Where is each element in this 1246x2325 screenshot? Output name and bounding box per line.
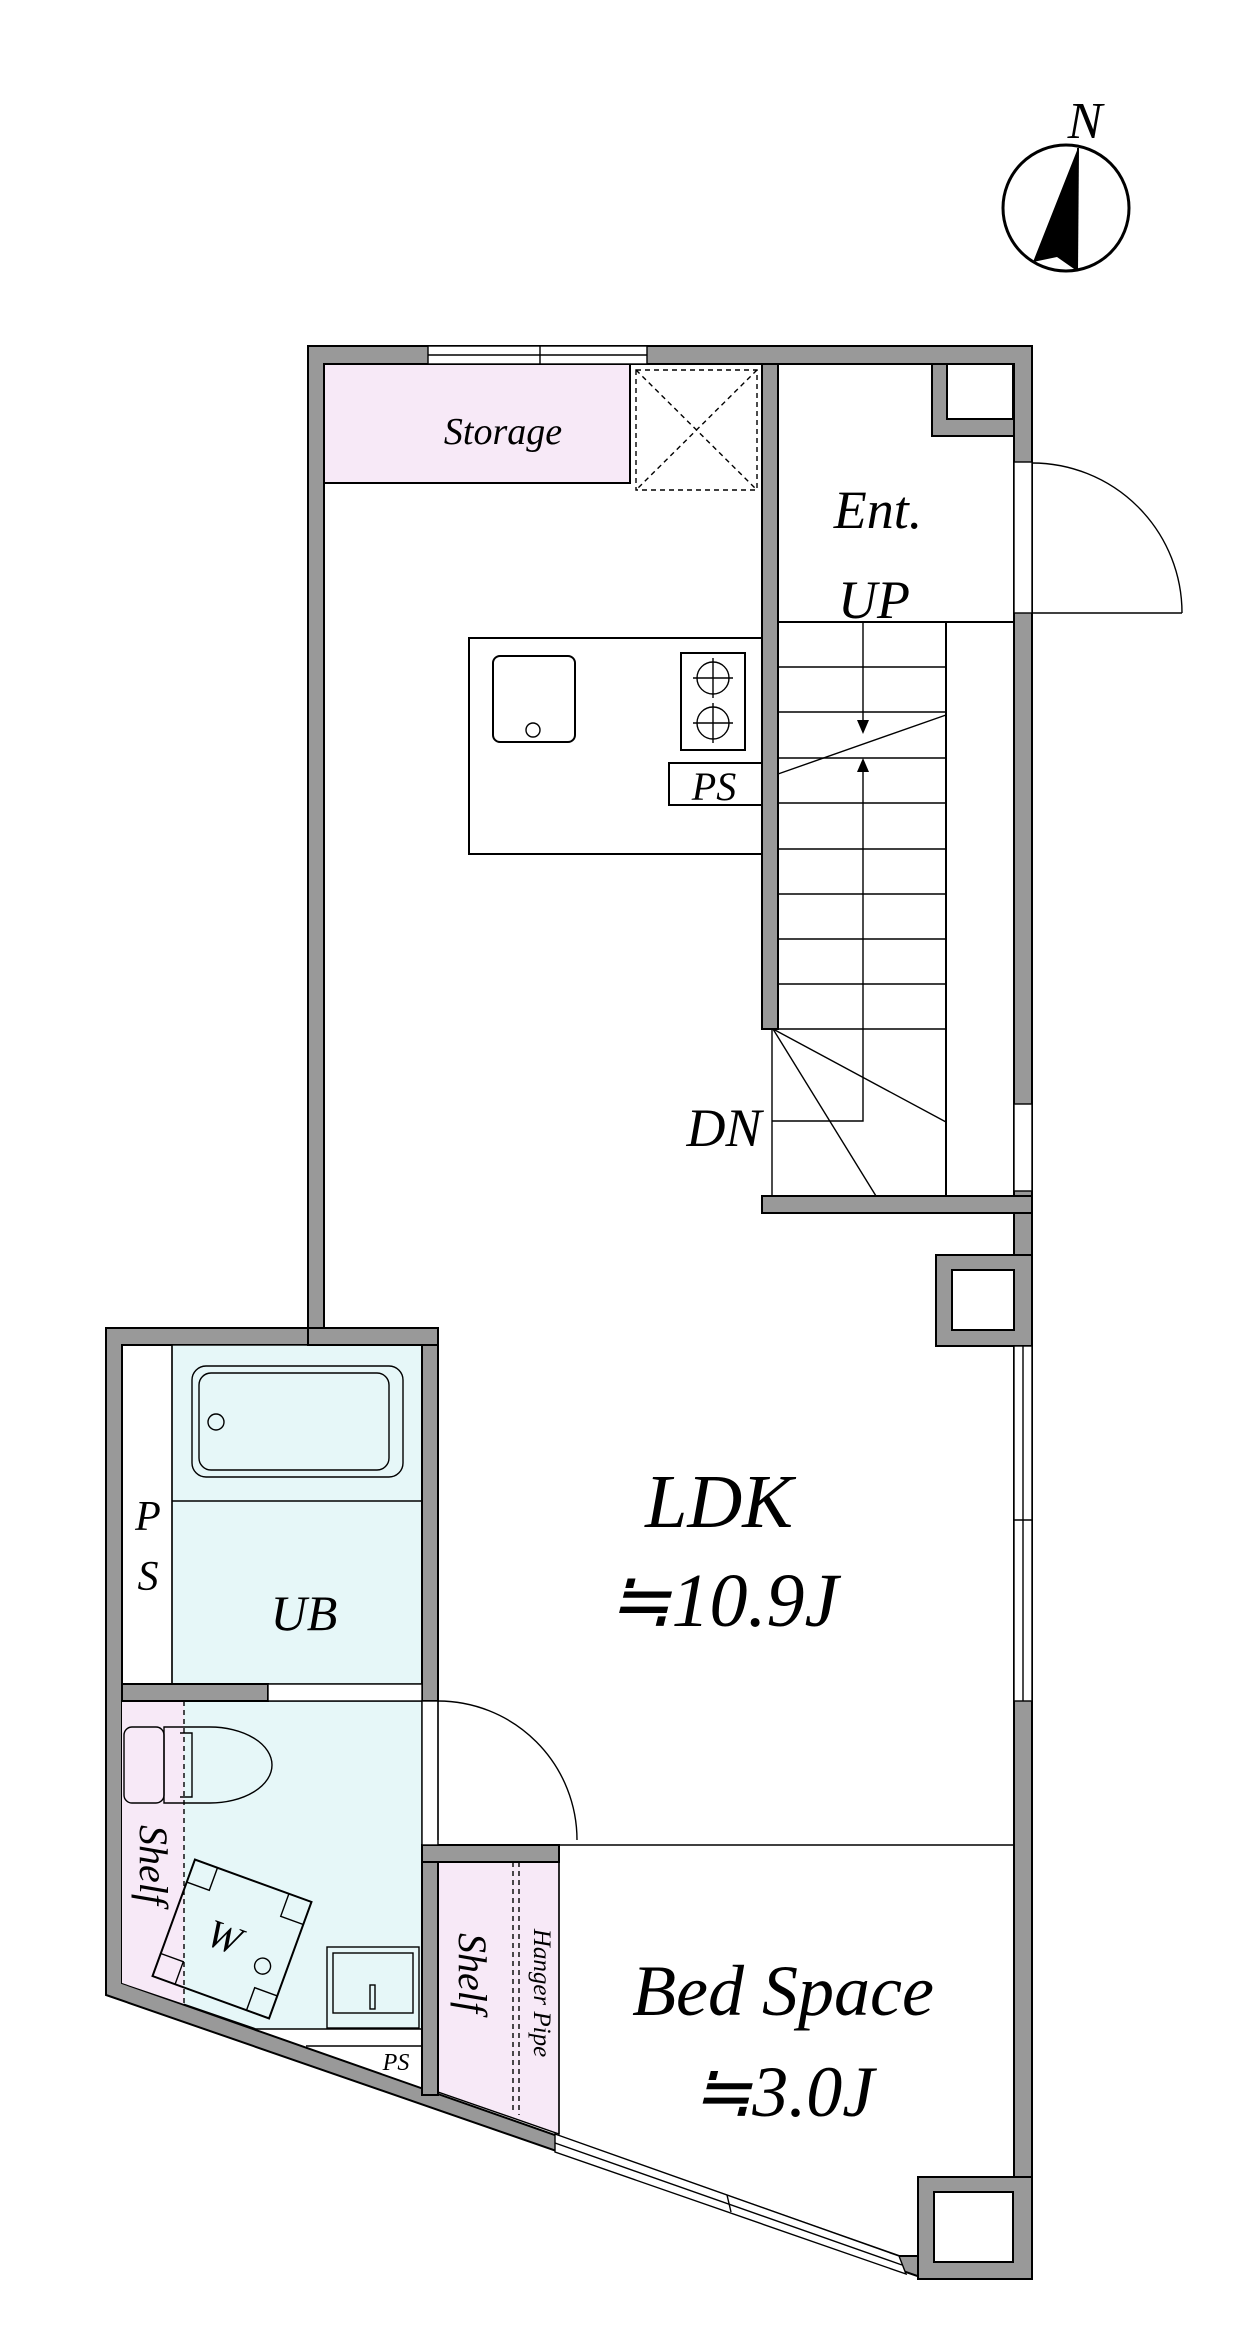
hanger-pipe-label: Hanger Pipe — [528, 1928, 555, 2057]
walls — [105, 345, 1033, 2280]
ldk-name: LDK — [644, 1460, 796, 1544]
entrance-label: Ent. — [833, 480, 923, 540]
ps-left-top: P — [134, 1494, 161, 1540]
stairs-down-label: DN — [685, 1098, 764, 1158]
kitchen-counter — [468, 637, 763, 855]
kitchen-ps-label: PS — [691, 764, 736, 809]
toilet-icon — [123, 1726, 273, 1804]
kitchen-sink-icon — [492, 655, 576, 743]
toilet-door[interactable] — [421, 1700, 578, 1846]
window-right-1 — [1013, 1103, 1033, 1192]
unit-bath-label: UB — [271, 1585, 338, 1641]
toilet-shelf-label: Shelf — [131, 1825, 176, 1910]
bathtub-icon — [191, 1365, 404, 1478]
closet-shelf-label: Shelf — [450, 1933, 495, 2018]
stove-icon — [680, 652, 746, 751]
bed-space-name: Bed Space — [632, 1951, 934, 2031]
ceiling-storage-icon — [635, 369, 758, 491]
entrance-door[interactable] — [1013, 461, 1183, 614]
stairs-up-label: UP — [838, 570, 910, 630]
wash-basin-icon — [326, 1946, 420, 2029]
north-label: N — [1067, 93, 1106, 150]
staircase — [771, 621, 1014, 1197]
storage-label: Storage — [444, 411, 562, 453]
window-slanted — [554, 2133, 908, 2276]
ps-small-label: PS — [382, 2050, 410, 2076]
window-top — [427, 345, 648, 365]
ps-left-bottom: S — [138, 1554, 159, 1600]
window-right-2 — [1013, 1345, 1033, 1702]
north-compass-icon: N — [1001, 93, 1131, 273]
ldk-size: ≒10.9J — [608, 1559, 842, 1643]
bed-space-size: ≒3.0J — [692, 2052, 877, 2132]
